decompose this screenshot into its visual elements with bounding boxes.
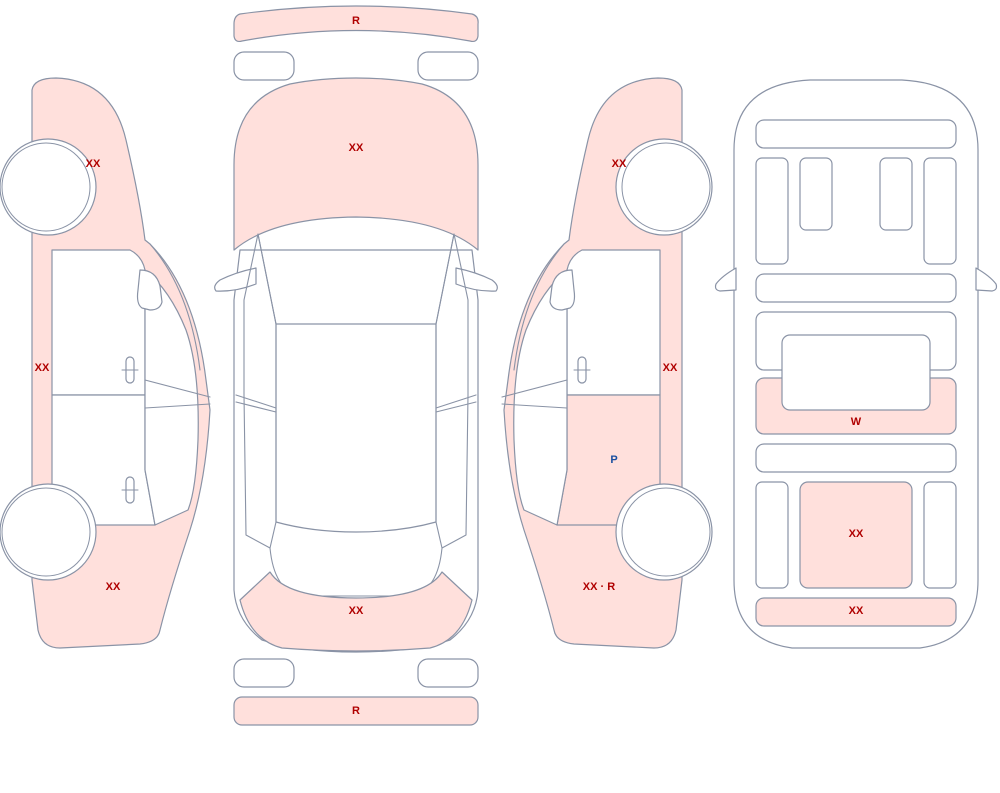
interior-view: W XX XX: [714, 79, 998, 649]
cargo-floor-panel[interactable]: [799, 481, 913, 589]
right-rear-door-code: P: [610, 454, 617, 466]
cargo-right-trim[interactable]: [923, 481, 957, 589]
front-bumper-code: R: [352, 15, 360, 27]
front-right-seat[interactable]: [879, 157, 913, 231]
left-a-pillar-line: [149, 243, 201, 371]
interior-console-code: W: [851, 416, 862, 428]
left-rear-wheel[interactable]: [1, 487, 91, 577]
roof-panel[interactable]: [275, 323, 437, 533]
rear-panel-code: XX: [349, 605, 364, 617]
front-right-door-trim[interactable]: [923, 157, 957, 265]
right-mirror[interactable]: [455, 267, 498, 292]
cargo-divider-panel[interactable]: [755, 443, 957, 473]
front-bumper-panel[interactable]: [233, 5, 479, 43]
top-view: R XX XX R: [214, 5, 498, 726]
interior-left-mirror[interactable]: [714, 267, 737, 292]
cargo-left-trim[interactable]: [755, 481, 789, 589]
left-taillight[interactable]: [233, 658, 295, 688]
right-pillar-line: [501, 379, 568, 409]
left-side-view: XX XX XX: [0, 77, 211, 649]
right-a-pillar-line: [513, 243, 565, 371]
left-front-wheel[interactable]: [1, 142, 91, 232]
front-cross-panel[interactable]: [755, 273, 957, 303]
rear-sill-panel[interactable]: [755, 597, 957, 627]
dashboard-panel[interactable]: [755, 119, 957, 149]
right-front-fender-code: XX: [612, 158, 627, 170]
right-side-glass-area[interactable]: [513, 269, 568, 526]
hood-panel[interactable]: [233, 77, 479, 251]
right-side-mirror[interactable]: [549, 269, 576, 311]
left-headlight[interactable]: [233, 51, 295, 81]
right-rear-wheel[interactable]: [621, 487, 711, 577]
rear-bumper-code: R: [352, 705, 360, 717]
front-left-door-trim[interactable]: [755, 157, 789, 265]
left-rocker-code: XX: [35, 362, 50, 374]
right-rocker-code: XX: [663, 362, 678, 374]
rear-window: [269, 547, 443, 597]
right-b-pillar: [435, 394, 477, 413]
left-pillar-line: [144, 379, 211, 409]
left-side-glass: [243, 233, 277, 549]
left-b-pillar: [235, 394, 277, 413]
interior-right-mirror[interactable]: [975, 267, 998, 292]
right-front-wheel[interactable]: [621, 142, 711, 232]
hood-code: XX: [349, 142, 364, 154]
right-headlight[interactable]: [417, 51, 479, 81]
interior-rear-sill-code: XX: [849, 605, 864, 617]
right-quarter-code: XX · R: [583, 581, 615, 593]
right-side-glass: [435, 233, 469, 549]
left-front-fender-code: XX: [86, 158, 101, 170]
left-side-mirror[interactable]: [136, 269, 163, 311]
left-quarter-code: XX: [106, 581, 121, 593]
left-side-glass-area[interactable]: [144, 269, 199, 526]
rear-panel[interactable]: [239, 571, 473, 652]
rear-seat-cushion[interactable]: [781, 334, 931, 411]
front-left-seat[interactable]: [799, 157, 833, 231]
right-taillight[interactable]: [417, 658, 479, 688]
right-side-view: XX XX P XX · R: [501, 77, 713, 649]
rear-bumper-panel[interactable]: [233, 696, 479, 726]
interior-cargo-code: XX: [849, 528, 864, 540]
left-handle-ticks: [121, 369, 139, 491]
left-mirror[interactable]: [214, 267, 257, 292]
